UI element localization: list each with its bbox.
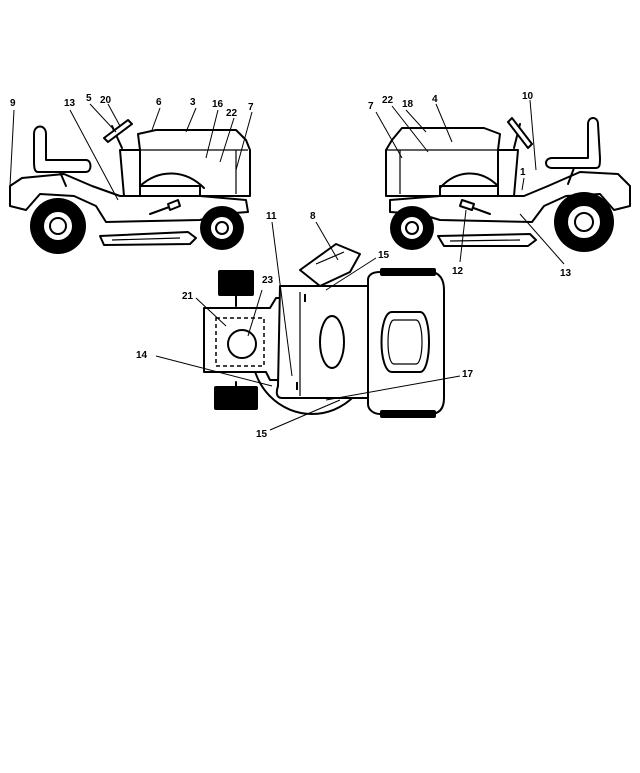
callout-17: 17 xyxy=(462,369,474,380)
callout-6: 6 xyxy=(156,97,162,108)
callout-7: 7 xyxy=(368,101,374,112)
callout-14: 14 xyxy=(136,350,148,361)
callout-15: 15 xyxy=(378,250,390,261)
callout-13: 13 xyxy=(560,268,572,279)
callout-20: 20 xyxy=(100,95,112,106)
callout-7: 7 xyxy=(248,102,254,113)
callout-5: 5 xyxy=(86,93,92,104)
callout-4: 4 xyxy=(432,94,438,105)
callout-13: 13 xyxy=(64,98,76,109)
callout-22: 22 xyxy=(226,108,238,119)
leader-lines xyxy=(9,99,565,431)
tractor-right-side-view xyxy=(385,117,631,252)
callout-22: 22 xyxy=(382,95,394,106)
callout-1: 1 xyxy=(520,167,526,178)
callout-18: 18 xyxy=(402,99,414,110)
callout-11: 11 xyxy=(266,211,277,222)
callout-16: 16 xyxy=(212,99,224,110)
callout-9: 9 xyxy=(10,98,16,109)
callout-15: 15 xyxy=(256,429,268,440)
callout-3: 3 xyxy=(190,97,196,108)
callout-23: 23 xyxy=(262,275,274,286)
callout-8: 8 xyxy=(310,211,316,222)
callout-10: 10 xyxy=(522,91,534,102)
callout-21: 21 xyxy=(182,291,194,302)
callout-labels: 9 13 5 20 6 3 16 22 7 7 22 18 4 10 1 12 … xyxy=(10,91,572,440)
tractor-top-view xyxy=(203,243,445,418)
callout-12: 12 xyxy=(452,266,464,277)
tractor-left-side-view xyxy=(9,119,251,254)
